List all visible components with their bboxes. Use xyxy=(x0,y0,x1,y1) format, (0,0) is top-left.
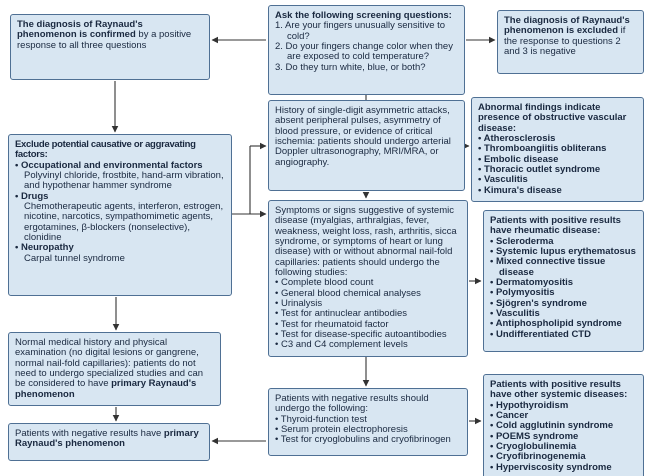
exclude-factor-item-detail: Chemotherapeutic agents, interferon, est… xyxy=(24,201,224,244)
screening-question: 3. Do they turn white, blue, or both? xyxy=(275,61,426,73)
confirmed-rest-text: by a positive response to all three ques… xyxy=(17,29,192,51)
other-systemic-disease-item: • Cold agglutinin syndrome xyxy=(490,420,614,432)
other-systemic-title: Patients with positive results have othe… xyxy=(490,379,628,401)
systemic-study-item: • Test for rheumatoid factor xyxy=(275,318,389,330)
obstructive-list: • Atherosclerosis• Thromboangiitis oblit… xyxy=(478,133,637,196)
box-obstructive-vascular-disease: Abnormal findings indicate presence of o… xyxy=(471,97,644,203)
box-normal-history: Normal medical history and physical exam… xyxy=(8,332,221,407)
other-systemic-disease-item: • Hypothyroidism xyxy=(490,399,569,411)
other-systemic-disease-item: • Cryofibrinogenemia xyxy=(490,451,586,463)
other-systemic-list: • Hypothyroidism• Cancer• Cold agglutini… xyxy=(490,399,637,473)
box-exclude-factors: Exclude potential causative or aggravati… xyxy=(8,134,232,296)
other-systemic-disease-item: • Cancer xyxy=(490,410,529,422)
rheumatic-disease-item: • Polymyositis xyxy=(490,287,555,299)
excluded-bold-text: The diagnosis of Raynaud's phenomenon is… xyxy=(504,15,630,37)
rheumatic-title: Patients with positive results have rheu… xyxy=(490,215,621,237)
screening-question: 2. Do your fingers change color when the… xyxy=(275,41,453,63)
screening-question-list: 1. Are your fingers unusually sensitive … xyxy=(275,21,458,73)
obstructive-disease-item: • Atherosclerosis xyxy=(478,133,556,145)
other-systemic-disease-item: • POEMS syndrome xyxy=(490,430,579,442)
rheumatic-list: • Scleroderma• Systemic lupus erythemato… xyxy=(490,235,637,340)
negative-test-item: • Test for cryoglobulins and cryofibrino… xyxy=(275,434,451,446)
exclude-factors-title: Exclude potential causative or aggravati… xyxy=(15,139,196,161)
systemic-study-item: • Test for antinuclear antibodies xyxy=(275,308,408,320)
exclude-factor-item-detail: Polyvinyl chloride, frostbite, hand-arm … xyxy=(24,170,224,192)
screening-title: Ask the following screening questions: xyxy=(275,10,452,21)
obstructive-disease-item: • Vasculitis xyxy=(478,174,528,186)
rheumatic-disease-item: • Systemic lupus erythematosus xyxy=(490,246,636,258)
normal-history-text: Normal medical history and physical exam… xyxy=(15,337,204,390)
exclude-factor-item-label: • Occupational and environmental factors xyxy=(15,159,203,171)
other-systemic-disease-item: • Cryoglobulinemia xyxy=(490,441,577,453)
excluded-rest-text: if the response to questions 2 and 3 is … xyxy=(504,25,626,58)
obstructive-title: Abnormal findings indicate presence of o… xyxy=(478,102,627,134)
systemic-study-item: • C3 and C4 complement levels xyxy=(275,339,408,351)
box-other-systemic-diseases: Patients with positive results have othe… xyxy=(483,374,644,476)
box-rheumatic-disease: Patients with positive results have rheu… xyxy=(483,210,644,352)
rheumatic-disease-item: • Mixed connective tissue disease xyxy=(490,256,606,278)
exclude-factors-list: • Occupational and environmental factors… xyxy=(15,159,225,264)
systemic-study-item: • Complete blood count xyxy=(275,277,374,289)
rheumatic-disease-item: • Vasculitis xyxy=(490,308,540,320)
box-diagnosis-excluded: The diagnosis of Raynaud's phenomenon is… xyxy=(497,10,644,74)
rheumatic-disease-item: • Undifferentiated CTD xyxy=(490,328,591,340)
systemic-study-item: • Test for disease-specific autoantibodi… xyxy=(275,329,447,341)
negative-primary-text: Patients with negative results have xyxy=(15,428,164,439)
negative-tests-title: Patients with negative results should un… xyxy=(275,393,429,415)
rheumatic-disease-item: • Scleroderma xyxy=(490,235,554,247)
obstructive-disease-item: • Kimura's disease xyxy=(478,184,562,196)
exclude-factor-item-label: • Neuropathy xyxy=(15,242,74,254)
systemic-study-item: • Urinalysis xyxy=(275,298,323,310)
systemic-text: Symptoms or signs suggestive of systemic… xyxy=(275,205,457,279)
normal-history-bold-text: primary Raynaud's phenomenon xyxy=(15,378,197,400)
systemic-study-list: • Complete blood count• General blood ch… xyxy=(275,277,461,351)
negative-test-item: • Thyroid-function test xyxy=(275,413,367,425)
history-text: History of single-digit asymmetric attac… xyxy=(275,105,451,168)
obstructive-disease-item: • Thoracic outlet syndrome xyxy=(478,164,601,176)
box-screening-questions: Ask the following screening questions: 1… xyxy=(268,5,465,95)
systemic-study-item: • General blood chemical analyses xyxy=(275,287,421,299)
box-negative-primary-raynaud: Patients with negative results have prim… xyxy=(8,423,210,461)
confirmed-bold-text: The diagnosis of Raynaud's phenomenon is… xyxy=(17,19,143,41)
screening-question: 1. Are your fingers unusually sensitive … xyxy=(275,20,446,42)
other-systemic-disease-item: • Hyperviscosity syndrome xyxy=(490,461,612,473)
exclude-factor-item: • Occupational and environmental factors… xyxy=(15,159,225,192)
rheumatic-disease-item: • Sjögren's syndrome xyxy=(490,297,587,309)
exclude-factor-item-label: • Drugs xyxy=(15,190,49,202)
box-negative-results-tests: Patients with negative results should un… xyxy=(268,388,468,456)
rheumatic-disease-item: • Antiphospholipid syndrome xyxy=(490,318,622,330)
negative-primary-bold-text: primary Raynaud's phenomenon xyxy=(15,428,199,450)
box-history-ischemia: History of single-digit asymmetric attac… xyxy=(268,100,465,191)
box-diagnosis-confirmed: The diagnosis of Raynaud's phenomenon is… xyxy=(10,14,210,80)
rheumatic-disease-item: • Dermatomyositis xyxy=(490,277,574,289)
negative-tests-list: • Thyroid-function test• Serum protein e… xyxy=(275,413,461,446)
negative-test-item: • Serum protein electrophoresis xyxy=(275,424,408,436)
exclude-factor-item-detail: Carpal tunnel syndrome xyxy=(24,252,125,264)
obstructive-disease-item: • Thromboangiitis obliterans xyxy=(478,143,607,155)
box-systemic-symptoms: Symptoms or signs suggestive of systemic… xyxy=(268,200,468,357)
obstructive-disease-item: • Embolic disease xyxy=(478,153,559,165)
